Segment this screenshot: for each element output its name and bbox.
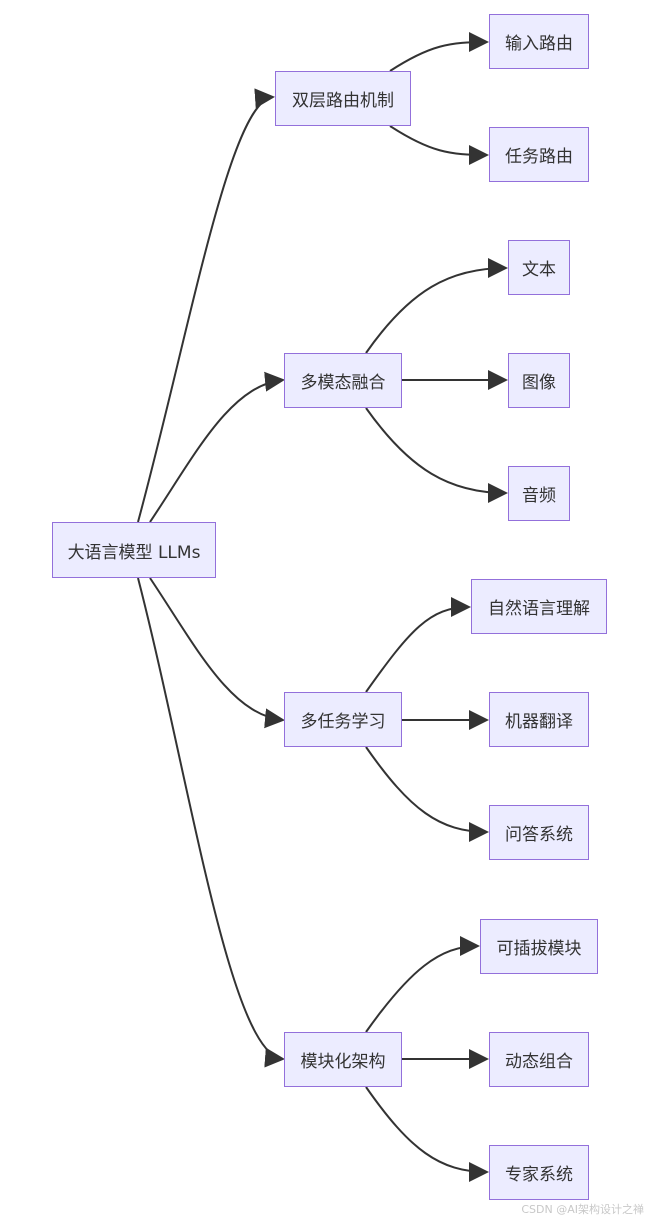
edge-modular-expert [365,1086,489,1182]
edge-multitask-qa [365,746,489,842]
edge-multimodal-audio [365,407,508,503]
watermark: CSDN @AI架构设计之禅 [521,1203,644,1216]
leaf-node-expert-system: 专家系统 [489,1145,589,1200]
leaf-node-task-routing: 任务路由 [489,127,589,182]
leaf-node-audio: 音频 [508,466,570,521]
edge-modular-pluggable [365,936,480,1033]
edge-root-routing [137,88,275,523]
leaf-node-text: 文本 [508,240,570,295]
edge-routing-task [389,125,489,165]
edge-root-multitask [149,577,285,729]
branch-node-modular: 模块化架构 [284,1032,402,1087]
leaf-node-nlu: 自然语言理解 [471,579,607,634]
edge-multimodal-text [365,258,508,354]
edge-routing-input [389,32,489,72]
leaf-node-input-routing: 输入路由 [489,14,589,69]
edge-root-multimodal [149,371,285,523]
leaf-node-dynamic-combo: 动态组合 [489,1032,589,1087]
leaf-node-image: 图像 [508,353,570,408]
edge-root-modular [137,577,285,1068]
branch-node-multitask: 多任务学习 [284,692,402,747]
leaf-node-qa: 问答系统 [489,805,589,860]
leaf-node-pluggable: 可插拔模块 [480,919,598,974]
root-node: 大语言模型 LLMs [52,522,216,578]
leaf-node-translation: 机器翻译 [489,692,589,747]
edge-multitask-nlu [365,597,471,693]
branch-node-routing: 双层路由机制 [275,71,411,126]
branch-node-multimodal: 多模态融合 [284,353,402,408]
